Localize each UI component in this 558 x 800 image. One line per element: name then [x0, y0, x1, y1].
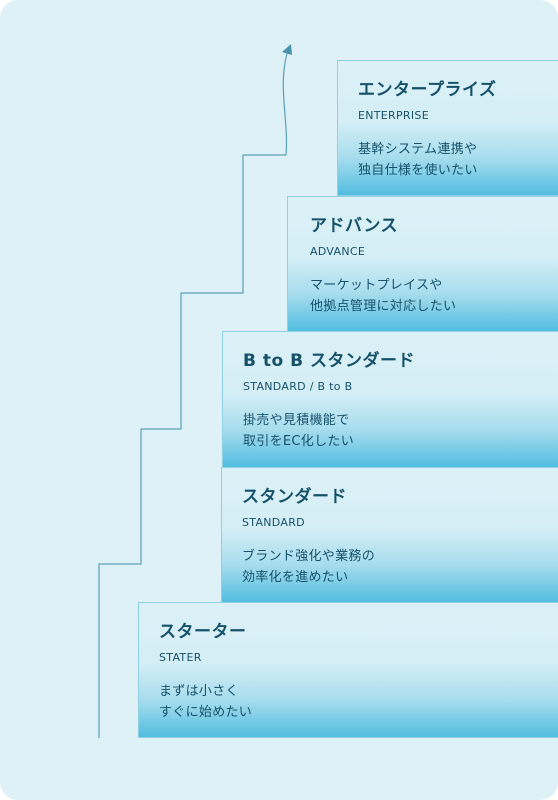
step-starter: スターター STATER まずは小さく すぐに始めたい: [138, 602, 558, 738]
step-description: マーケットプレイスや 他拠点管理に対応したい: [310, 275, 558, 317]
step-subtitle: ADVANCE: [310, 245, 366, 258]
step-description-line: 他拠点管理に対応したい: [310, 299, 457, 314]
step-description-line: マーケットプレイスや: [310, 278, 443, 293]
step-description: ブランド強化や業務の 効率化を進めたい: [242, 546, 558, 588]
step-btob-standard: B to B スタンダード STANDARD / B to B 掛売や見積機能で…: [222, 331, 558, 468]
step-title: B to B スタンダード: [243, 351, 415, 371]
step-description-line: 効率化を進めたい: [242, 570, 349, 585]
step-description-line: すぐに始めたい: [159, 705, 253, 720]
staircase-path: [98, 154, 286, 738]
step-subtitle: STANDARD / B to B: [243, 380, 353, 393]
step-subtitle: STATER: [159, 651, 202, 664]
step-title: エンタープライズ: [358, 80, 497, 100]
step-description-line: 掛売や見積機能で: [243, 413, 350, 428]
arrow-up-icon: [282, 44, 292, 55]
step-title: スターター: [159, 622, 247, 642]
step-description-line: まずは小さく: [159, 684, 239, 699]
step-subtitle: STANDARD: [242, 516, 305, 529]
step-enterprise: エンタープライズ ENTERPRISE 基幹システム連携や 独自仕様を使いたい: [337, 60, 558, 196]
step-description-line: 取引をEC化したい: [243, 434, 354, 449]
step-title: スタンダード: [242, 487, 347, 507]
curve-up-path: [282, 49, 289, 156]
step-description-line: 独自仕様を使いたい: [358, 163, 478, 178]
step-description: 基幹システム連携や 独自仕様を使いたい: [358, 139, 558, 181]
step-description: 掛売や見積機能で 取引をEC化したい: [243, 410, 558, 452]
step-subtitle: ENTERPRISE: [358, 109, 429, 122]
step-title: アドバンス: [310, 216, 399, 236]
step-description: まずは小さく すぐに始めたい: [159, 681, 558, 723]
step-standard: スタンダード STANDARD ブランド強化や業務の 効率化を進めたい: [221, 467, 558, 603]
step-description-line: 基幹システム連携や: [358, 142, 478, 157]
step-description-line: ブランド強化や業務の: [242, 549, 376, 564]
step-advance: アドバンス ADVANCE マーケットプレイスや 他拠点管理に対応したい: [287, 196, 558, 332]
